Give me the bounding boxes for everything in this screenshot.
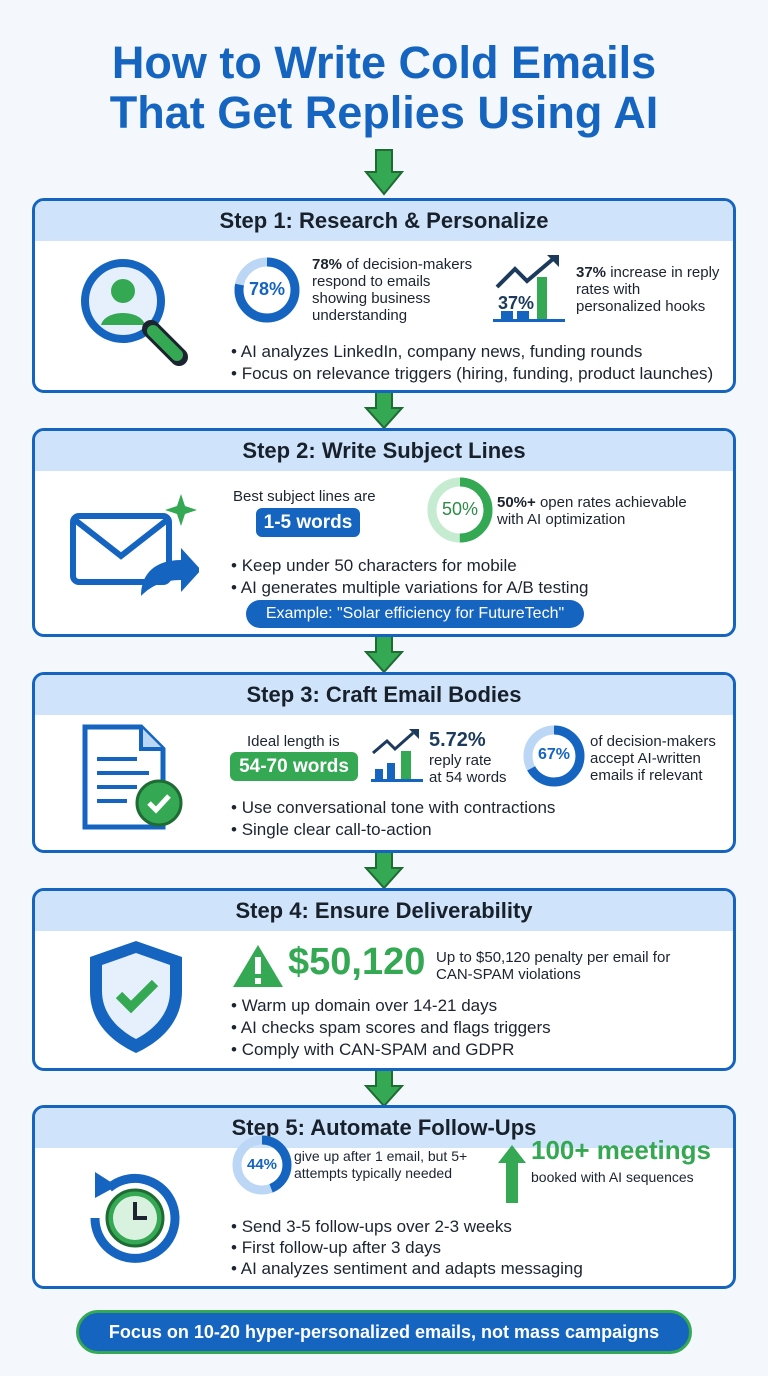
- step-3-bullets: Use conversational tone with contraction…: [231, 797, 556, 841]
- bullet: First follow-up after 3 days: [231, 1237, 583, 1258]
- down-arrow-icon: [364, 851, 404, 890]
- donut-44-percent: [232, 1135, 292, 1195]
- reply-rate-line1: reply rate: [429, 752, 492, 769]
- bullet: AI generates multiple variations for A/B…: [231, 577, 589, 599]
- step-5-title: Step 5: Automate Follow-Ups: [35, 1108, 733, 1148]
- bullet: Keep under 50 characters for mobile: [231, 555, 589, 577]
- bar-chart-up-icon: [371, 729, 423, 782]
- donut-44-label: 44%: [246, 1156, 278, 1173]
- stat-37-value: 37%: [498, 293, 535, 313]
- bullet: Warm up domain over 14-21 days: [231, 995, 551, 1017]
- stat-67-text: of decision-makers accept AI-written ema…: [590, 733, 716, 784]
- bullet: AI analyzes LinkedIn, company news, fund…: [231, 341, 713, 363]
- growth-chart-icon: [493, 255, 565, 322]
- reply-rate-value: 5.72%: [429, 729, 486, 751]
- subject-lead: Best subject lines are: [233, 488, 376, 505]
- step-2-title: Step 2: Write Subject Lines: [35, 431, 733, 471]
- stat-78-text: 78% of decision-makers respond to emails…: [312, 256, 473, 324]
- up-arrow-icon: [498, 1145, 526, 1203]
- penalty-text: Up to $50,120 penalty per email for CAN-…: [436, 949, 671, 983]
- donut-67-label: 67%: [537, 746, 571, 763]
- down-arrow-icon: [364, 1069, 404, 1108]
- bullet: Use conversational tone with contraction…: [231, 797, 556, 819]
- donut-67-percent: [523, 725, 585, 787]
- donut-78-label: 78%: [248, 279, 286, 299]
- warning-triangle-icon: [233, 945, 283, 987]
- down-arrow-icon: [364, 391, 404, 430]
- step-1-bullets: AI analyzes LinkedIn, company news, fund…: [231, 341, 713, 385]
- clock-refresh-icon: [90, 1172, 180, 1263]
- bullet: Comply with CAN-SPAM and GDPR: [231, 1039, 551, 1061]
- step-4-bullets: Warm up domain over 14-21 days AI checks…: [231, 995, 551, 1061]
- subject-words-badge: 1-5 words: [256, 508, 360, 537]
- title-line-1: How to Write Cold Emails: [111, 37, 657, 88]
- step-4-card: Step 4: Ensure Deliverability $50,120 Up…: [32, 888, 736, 1071]
- donut-50-label: 50%: [441, 499, 479, 519]
- step-4-title: Step 4: Ensure Deliverability: [35, 891, 733, 931]
- stat-37-text: 37% increase in reply rates with persona…: [576, 264, 720, 315]
- bullet: AI analyzes sentiment and adapts messagi…: [231, 1258, 583, 1279]
- stat-50-text: 50%+ open rates achievable with AI optim…: [497, 494, 687, 528]
- step-5-card: Step 5: Automate Follow-Ups 44% give up …: [32, 1105, 736, 1289]
- shield-check-icon: [90, 941, 182, 1053]
- subject-example-pill: Example: "Solar efficiency for FutureTec…: [246, 600, 584, 628]
- penalty-amount: $50,120: [288, 941, 426, 983]
- meetings-value: 100+ meetings: [531, 1135, 711, 1165]
- donut-78-percent: [234, 257, 300, 323]
- bullet: Single clear call-to-action: [231, 819, 555, 841]
- stat-44-text: give up after 1 email, but 5+ attempts t…: [294, 1148, 468, 1181]
- reply-rate-line2: at 54 words: [429, 769, 507, 786]
- title-line-2: That Get Replies Using AI: [109, 87, 659, 138]
- bullet: Focus on relevance triggers (hiring, fun…: [231, 363, 714, 385]
- length-words-badge: 54-70 words: [230, 752, 358, 781]
- down-arrow-icon: [364, 149, 404, 196]
- step-1-title: Step 1: Research & Personalize: [35, 201, 733, 241]
- document-check-icon: [82, 724, 183, 830]
- bullet: AI checks spam scores and flags triggers: [231, 1017, 551, 1039]
- step-2-card: Step 2: Write Subject Lines Best subject…: [32, 428, 736, 637]
- donut-50-percent: [427, 477, 493, 543]
- footer-banner: Focus on 10-20 hyper-personalized emails…: [76, 1310, 692, 1354]
- magnifier-person-icon: [81, 259, 188, 366]
- step-5-bullets: Send 3-5 follow-ups over 2-3 weeks First…: [231, 1216, 583, 1279]
- step-2-bullets: Keep under 50 characters for mobile AI g…: [231, 555, 589, 599]
- meetings-text: booked with AI sequences: [531, 1169, 694, 1185]
- step-3-card: Step 3: Craft Email Bodies Ideal length …: [32, 672, 736, 853]
- down-arrow-icon: [364, 635, 404, 674]
- step-1-card: Step 1: Research & Personalize 78% 78% o…: [32, 198, 736, 393]
- envelope-sparkle-icon: [70, 494, 199, 596]
- length-lead: Ideal length is: [247, 733, 340, 750]
- bullet: Send 3-5 follow-ups over 2-3 weeks: [231, 1216, 583, 1237]
- step-3-title: Step 3: Craft Email Bodies: [35, 675, 733, 715]
